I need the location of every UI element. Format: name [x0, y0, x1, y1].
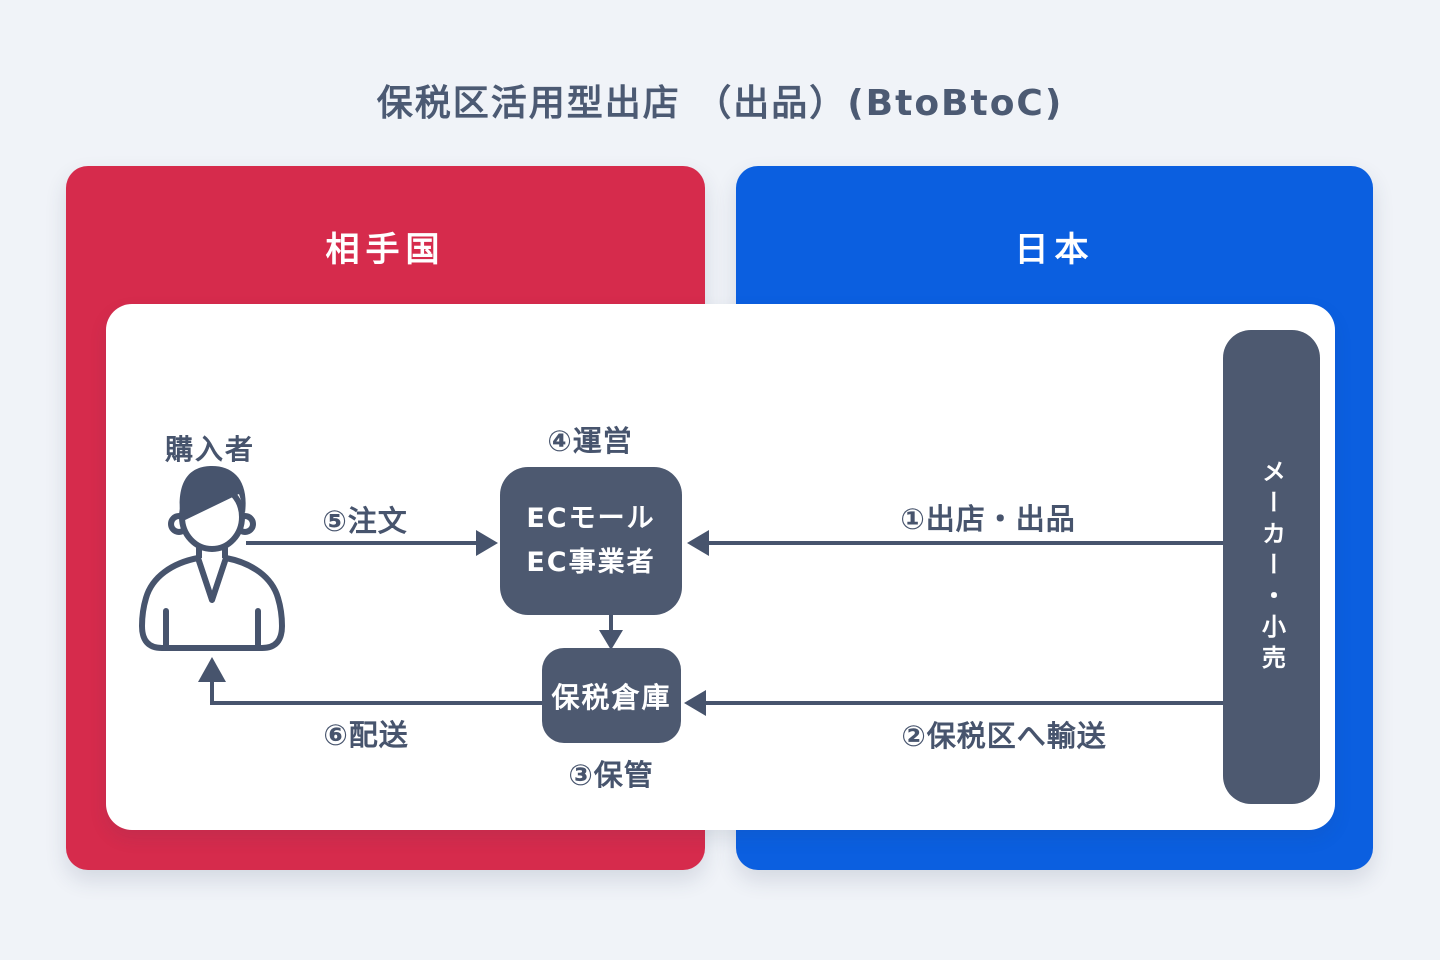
- step4-label: ④運営: [547, 424, 633, 458]
- buyer-person-icon: [139, 466, 285, 651]
- node-bonded-warehouse-label: 保税倉庫: [551, 680, 672, 714]
- step2-label: ②保税区へ輸送: [901, 719, 1107, 753]
- node-ec-mall-line1: ECモール: [526, 503, 656, 534]
- node-maker-retail: メーカー・小売: [1223, 330, 1320, 804]
- step6-label: ⑥配送: [323, 718, 409, 752]
- arrow-step5-order: [246, 530, 498, 556]
- arrow-step6-delivery: [198, 657, 542, 705]
- step5-label: ⑤注文: [322, 504, 408, 538]
- step3-label: ③保管: [568, 758, 654, 792]
- arrow-step2-transport: [684, 690, 1223, 716]
- flow-area: [106, 304, 1335, 830]
- arrow-step1-listing: [687, 530, 1223, 556]
- node-maker-retail-label: メーカー・小売: [1257, 458, 1286, 676]
- buyer-label: 購入者: [164, 433, 256, 466]
- region-partner-country-label: 相手国: [325, 230, 446, 270]
- page-title: 保税区活用型出店 （出品）(BtoBtoC): [376, 83, 1064, 124]
- node-ec-mall: ECモール EC事業者: [500, 467, 682, 615]
- arrow-ec-to-warehouse: [599, 615, 623, 650]
- region-japan-label: 日本: [1014, 230, 1095, 270]
- node-ec-mall-line2: EC事業者: [526, 547, 656, 578]
- step1-label: ①出店・出品: [900, 502, 1076, 536]
- node-bonded-warehouse: 保税倉庫: [542, 648, 681, 743]
